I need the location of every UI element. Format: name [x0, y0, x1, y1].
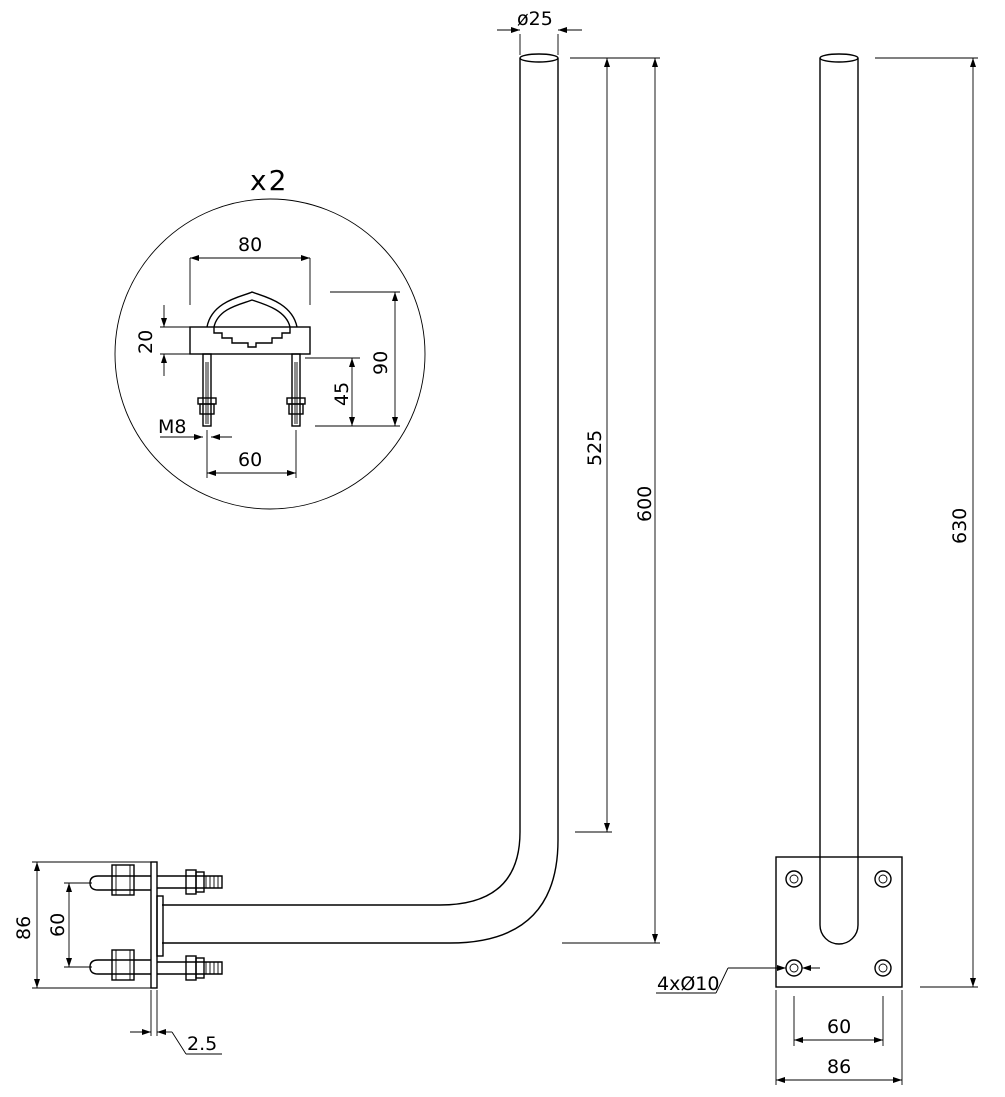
- clamp-height-label: 90: [370, 351, 392, 375]
- mounting-holes: [785, 870, 892, 977]
- front-plate: [775, 856, 903, 988]
- u-bolt-legs: [197, 353, 306, 427]
- total-height-label: 600: [634, 486, 656, 522]
- bolt-spacing-label: 60: [238, 449, 262, 471]
- clamp-detail: x2 80 90: [114, 164, 426, 510]
- clamp-thickness-label: 20: [135, 330, 157, 354]
- clamp-body: [189, 291, 311, 355]
- wall-plate: [150, 861, 164, 989]
- overall-height-label: 630: [949, 508, 971, 544]
- bent-tube: [162, 53, 559, 944]
- detail-circle: [114, 198, 426, 510]
- holes-label: 4xØ10: [657, 973, 719, 995]
- plate-thickness-label: 2.5: [187, 1033, 217, 1055]
- side-hole-spacing-label: 60: [47, 913, 69, 937]
- side-view: ø25 525 600 86 60 2.5: [13, 8, 660, 1055]
- side-u-bolts: [89, 861, 223, 989]
- front-view: 630 4xØ10 60 86: [656, 53, 978, 1085]
- front-hole-spacing-label: 60: [827, 1016, 851, 1038]
- plate-height-label: 86: [13, 916, 35, 940]
- tube-diameter-label: ø25: [517, 8, 553, 30]
- bolt-length-label: 45: [331, 382, 353, 406]
- thread-label: M8: [158, 416, 186, 438]
- clamp-width-label: 80: [238, 234, 262, 256]
- front-tube: [819, 58, 859, 945]
- straight-length-label: 525: [584, 430, 606, 466]
- plate-width-label: 86: [827, 1056, 851, 1078]
- quantity-label: x2: [250, 164, 288, 197]
